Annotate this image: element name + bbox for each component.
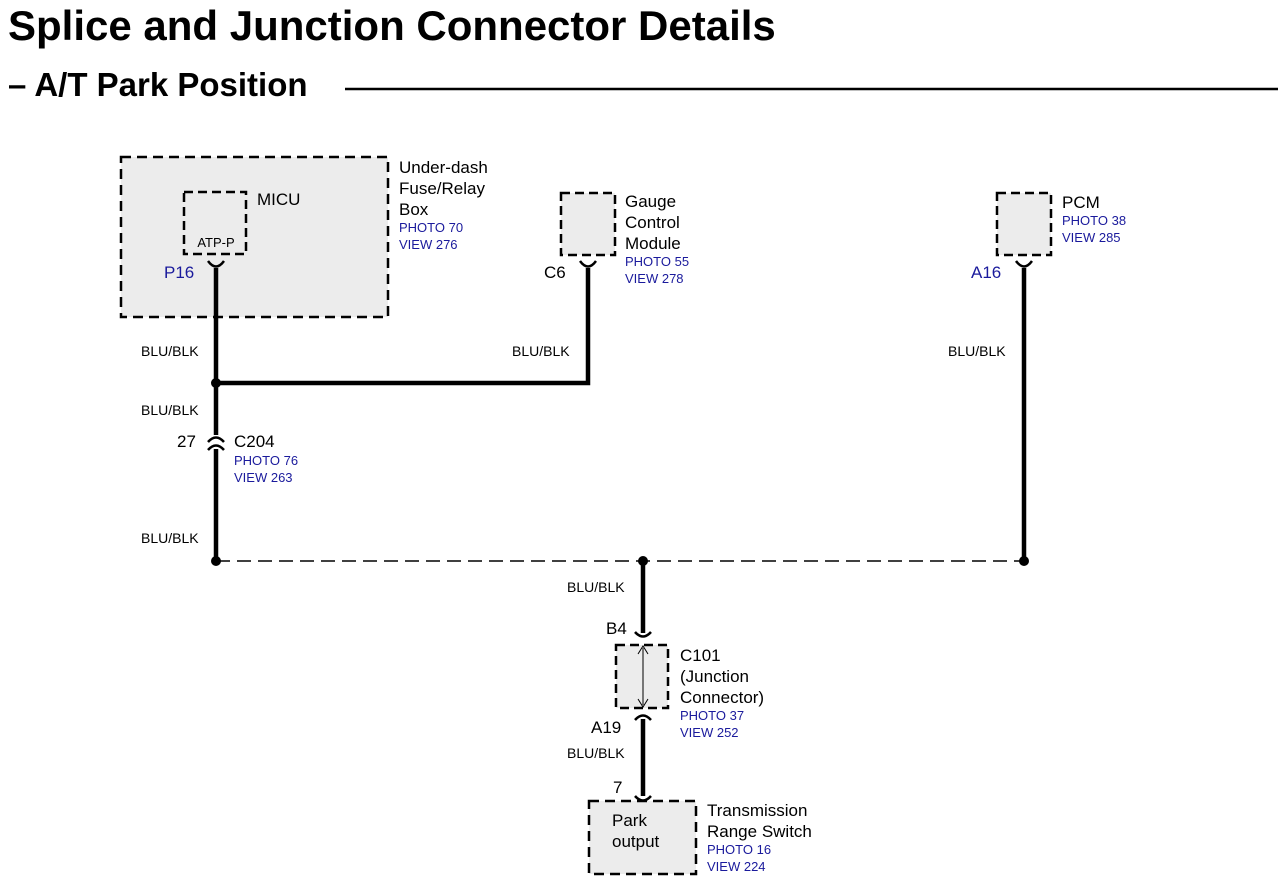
pcm-photo-link[interactable]: PHOTO 38 bbox=[1062, 213, 1126, 228]
pcm-terminal-label: A16 bbox=[971, 263, 1001, 282]
splice-point-right bbox=[1019, 556, 1029, 566]
section-title: A/T Park Position bbox=[34, 66, 308, 103]
wire-label-c101-bottom: BLU/BLK bbox=[567, 745, 625, 761]
wire-group bbox=[213, 268, 1027, 796]
c204-photo-link[interactable]: PHOTO 76 bbox=[234, 453, 298, 468]
fuse-relay-box[interactable]: Under-dash Fuse/Relay Box PHOTO 70 VIEW … bbox=[119, 155, 488, 319]
section-dash: – bbox=[8, 66, 27, 103]
micu-module[interactable]: MICU ATP-P P16 bbox=[164, 190, 300, 282]
fuse-box-name-line3: Box bbox=[399, 200, 429, 219]
fuse-box-view-link[interactable]: VIEW 276 bbox=[399, 237, 458, 252]
micu-terminal-label: P16 bbox=[164, 263, 194, 282]
micu-terminal-cap bbox=[206, 260, 226, 268]
micu-pin-label: ATP-P bbox=[197, 235, 234, 250]
c101-photo-link[interactable]: PHOTO 37 bbox=[680, 708, 744, 723]
wire-label-pcm: BLU/BLK bbox=[948, 343, 1006, 359]
transmission-range-switch[interactable]: 7 Park output Transmission Range Switch … bbox=[587, 778, 812, 876]
wire-gauge bbox=[216, 268, 591, 386]
c101-name-line3: Connector) bbox=[680, 688, 764, 707]
c101-arrow-up bbox=[637, 645, 649, 655]
pcm-outline bbox=[995, 191, 1053, 257]
splice-point-left bbox=[211, 556, 221, 566]
c101-junction-connector[interactable]: B4 A19 C101 (Junction Connector) PHOTO 3… bbox=[591, 619, 764, 740]
gauge-outline bbox=[559, 191, 617, 257]
wire-label-micu-low: BLU/BLK bbox=[141, 530, 199, 546]
fuse-relay-box-outline bbox=[119, 155, 390, 319]
wire-label-gauge: BLU/BLK bbox=[512, 343, 570, 359]
c101-bottom-cap bbox=[634, 714, 652, 721]
c204-arc-top bbox=[207, 436, 225, 443]
c101-pin-top: B4 bbox=[606, 619, 627, 638]
c204-view-link[interactable]: VIEW 263 bbox=[234, 470, 293, 485]
trs-name-line2: Range Switch bbox=[707, 822, 812, 841]
c101-view-link[interactable]: VIEW 252 bbox=[680, 725, 739, 740]
section-heading: – A/T Park Position bbox=[8, 66, 308, 104]
splice-point-upper bbox=[211, 378, 221, 388]
trs-view-link[interactable]: VIEW 224 bbox=[707, 859, 766, 874]
wire-label-micu-top: BLU/BLK bbox=[141, 343, 199, 359]
c204-name: C204 bbox=[234, 432, 275, 451]
c204-connector[interactable]: 27 C204 PHOTO 76 VIEW 263 bbox=[177, 432, 298, 485]
c204-pin-label: 27 bbox=[177, 432, 196, 451]
pcm-name: PCM bbox=[1062, 193, 1100, 212]
pcm-module[interactable]: PCM PHOTO 38 VIEW 285 A16 bbox=[971, 191, 1126, 282]
gauge-photo-link[interactable]: PHOTO 55 bbox=[625, 254, 689, 269]
gauge-name-line3: Module bbox=[625, 234, 681, 253]
c101-arrow-down bbox=[637, 698, 649, 708]
pcm-terminal-cap bbox=[1014, 260, 1034, 268]
gauge-control-module[interactable]: Gauge Control Module PHOTO 55 VIEW 278 C… bbox=[544, 191, 689, 286]
trs-outline bbox=[587, 799, 698, 876]
gauge-name-line1: Gauge bbox=[625, 192, 676, 211]
c101-name-line1: C101 bbox=[680, 646, 721, 665]
trs-photo-link[interactable]: PHOTO 16 bbox=[707, 842, 771, 857]
gauge-name-line2: Control bbox=[625, 213, 680, 232]
page-title: Splice and Junction Connector Details bbox=[8, 2, 776, 49]
c101-pin-bottom: A19 bbox=[591, 718, 621, 737]
gauge-terminal-cap bbox=[578, 260, 598, 268]
wire-label-c101-top: BLU/BLK bbox=[567, 579, 625, 595]
trs-inner-line2: output bbox=[612, 832, 660, 851]
fuse-box-name-line2: Fuse/Relay bbox=[399, 179, 485, 198]
pcm-view-link[interactable]: VIEW 285 bbox=[1062, 230, 1121, 245]
trs-name-line1: Transmission bbox=[707, 801, 807, 820]
c101-top-cap bbox=[634, 631, 652, 638]
splice-point-center bbox=[638, 556, 648, 566]
fuse-box-name-line1: Under-dash bbox=[399, 158, 488, 177]
micu-name: MICU bbox=[257, 190, 300, 209]
fuse-box-photo-link[interactable]: PHOTO 70 bbox=[399, 220, 463, 235]
gauge-terminal-label: C6 bbox=[544, 263, 566, 282]
micu-outline bbox=[182, 190, 248, 256]
trs-pin-label: 7 bbox=[613, 778, 622, 797]
trs-inner-line1: Park bbox=[612, 811, 647, 830]
c101-outline bbox=[614, 643, 670, 710]
c101-name-line2: (Junction bbox=[680, 667, 749, 686]
gauge-view-link[interactable]: VIEW 278 bbox=[625, 271, 684, 286]
c204-arc-bottom bbox=[207, 444, 225, 451]
wire-label-micu-mid: BLU/BLK bbox=[141, 402, 199, 418]
